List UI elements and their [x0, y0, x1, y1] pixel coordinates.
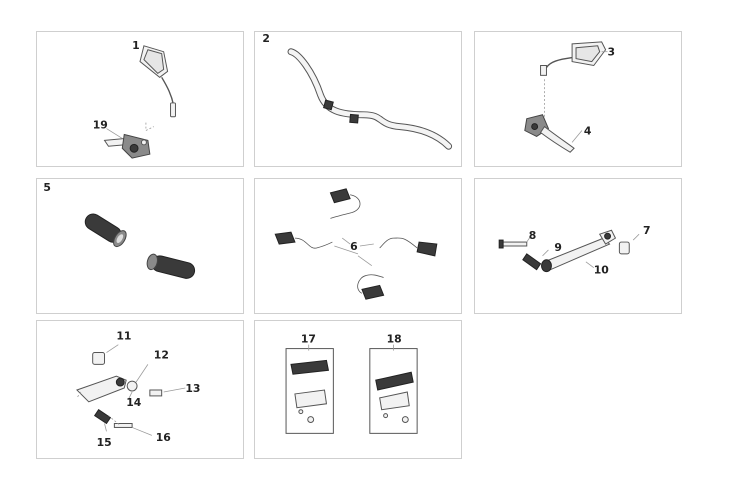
footpeg-18-mount-icon — [379, 391, 410, 411]
label-16: 16 — [156, 431, 171, 444]
label-10: 10 — [594, 264, 610, 277]
footpeg-17-top-icon — [290, 359, 330, 375]
handlebar-drawing: 2 — [262, 32, 453, 150]
label-6: 6 — [350, 240, 358, 253]
label-8: 8 — [529, 229, 537, 242]
panel-grips[interactable]: 5 — [36, 178, 244, 314]
panel-mirror-left[interactable]: 1 19 — [36, 31, 244, 167]
bush-11-icon — [92, 352, 106, 365]
brake-arm-icon — [76, 375, 127, 403]
mirror-left-drawing: 1 19 — [93, 39, 176, 159]
indicators-drawing: 6 — [274, 188, 438, 300]
label-5: 5 — [43, 181, 51, 194]
washer-12-icon — [126, 380, 138, 392]
mirror-stem-icon-right — [540, 65, 547, 76]
grip-left-icon — [84, 213, 127, 248]
footpeg-box-18 — [369, 348, 418, 434]
brake-lever-icon — [539, 125, 575, 153]
gear-bolt-icon — [500, 241, 528, 247]
panel-gear-lever[interactable]: 7 8 9 10 — [474, 178, 682, 314]
bolt-13-icon — [149, 389, 163, 397]
label-11: 11 — [116, 330, 131, 343]
gear-rubber-icon — [522, 253, 542, 271]
mirror-right-drawing: 3 4 — [524, 41, 616, 153]
label-9: 9 — [554, 241, 562, 254]
indicator-rear-right-icon — [361, 284, 385, 300]
label-14: 14 — [126, 396, 142, 409]
label-18: 18 — [387, 333, 402, 346]
indicator-rear-left-icon — [416, 241, 438, 257]
label-17: 17 — [301, 333, 316, 346]
footpeg-18-top-icon — [375, 371, 414, 391]
gear-peg-icon — [541, 259, 552, 273]
label-15: 15 — [97, 436, 112, 449]
pin-16-icon — [113, 423, 133, 428]
footpegs-drawing: 17 18 — [285, 333, 418, 434]
label-13: 13 — [185, 382, 200, 395]
label-19: 19 — [93, 119, 108, 132]
label-12: 12 — [154, 348, 169, 361]
label-2: 2 — [262, 32, 270, 45]
label-1: 1 — [132, 39, 140, 52]
mirror-stem-icon — [170, 102, 176, 118]
panel-handlebar[interactable]: 2 — [254, 31, 462, 167]
panel-footpegs[interactable]: 17 18 — [254, 320, 462, 459]
indicator-front-right-icon — [274, 231, 296, 245]
label-4: 4 — [584, 124, 592, 137]
grip-right-icon — [146, 253, 196, 279]
label-3: 3 — [608, 46, 616, 59]
gear-lever-drawing: 7 8 9 10 — [498, 224, 651, 277]
footpeg-17-mount-icon — [294, 389, 328, 409]
panel-brake-lever[interactable]: 11 12 13 14 15 16 — [36, 320, 244, 459]
spring-15-icon — [93, 409, 112, 425]
grips-drawing: 5 — [43, 181, 196, 279]
label-7: 7 — [643, 224, 651, 237]
bush-icon — [618, 241, 630, 255]
panel-mirror-right[interactable]: 3 4 — [474, 31, 682, 167]
indicator-front-left-icon — [329, 188, 351, 204]
panel-indicators[interactable]: 6 — [254, 178, 462, 314]
brake-lever-drawing: 11 12 13 14 15 16 — [76, 330, 200, 449]
